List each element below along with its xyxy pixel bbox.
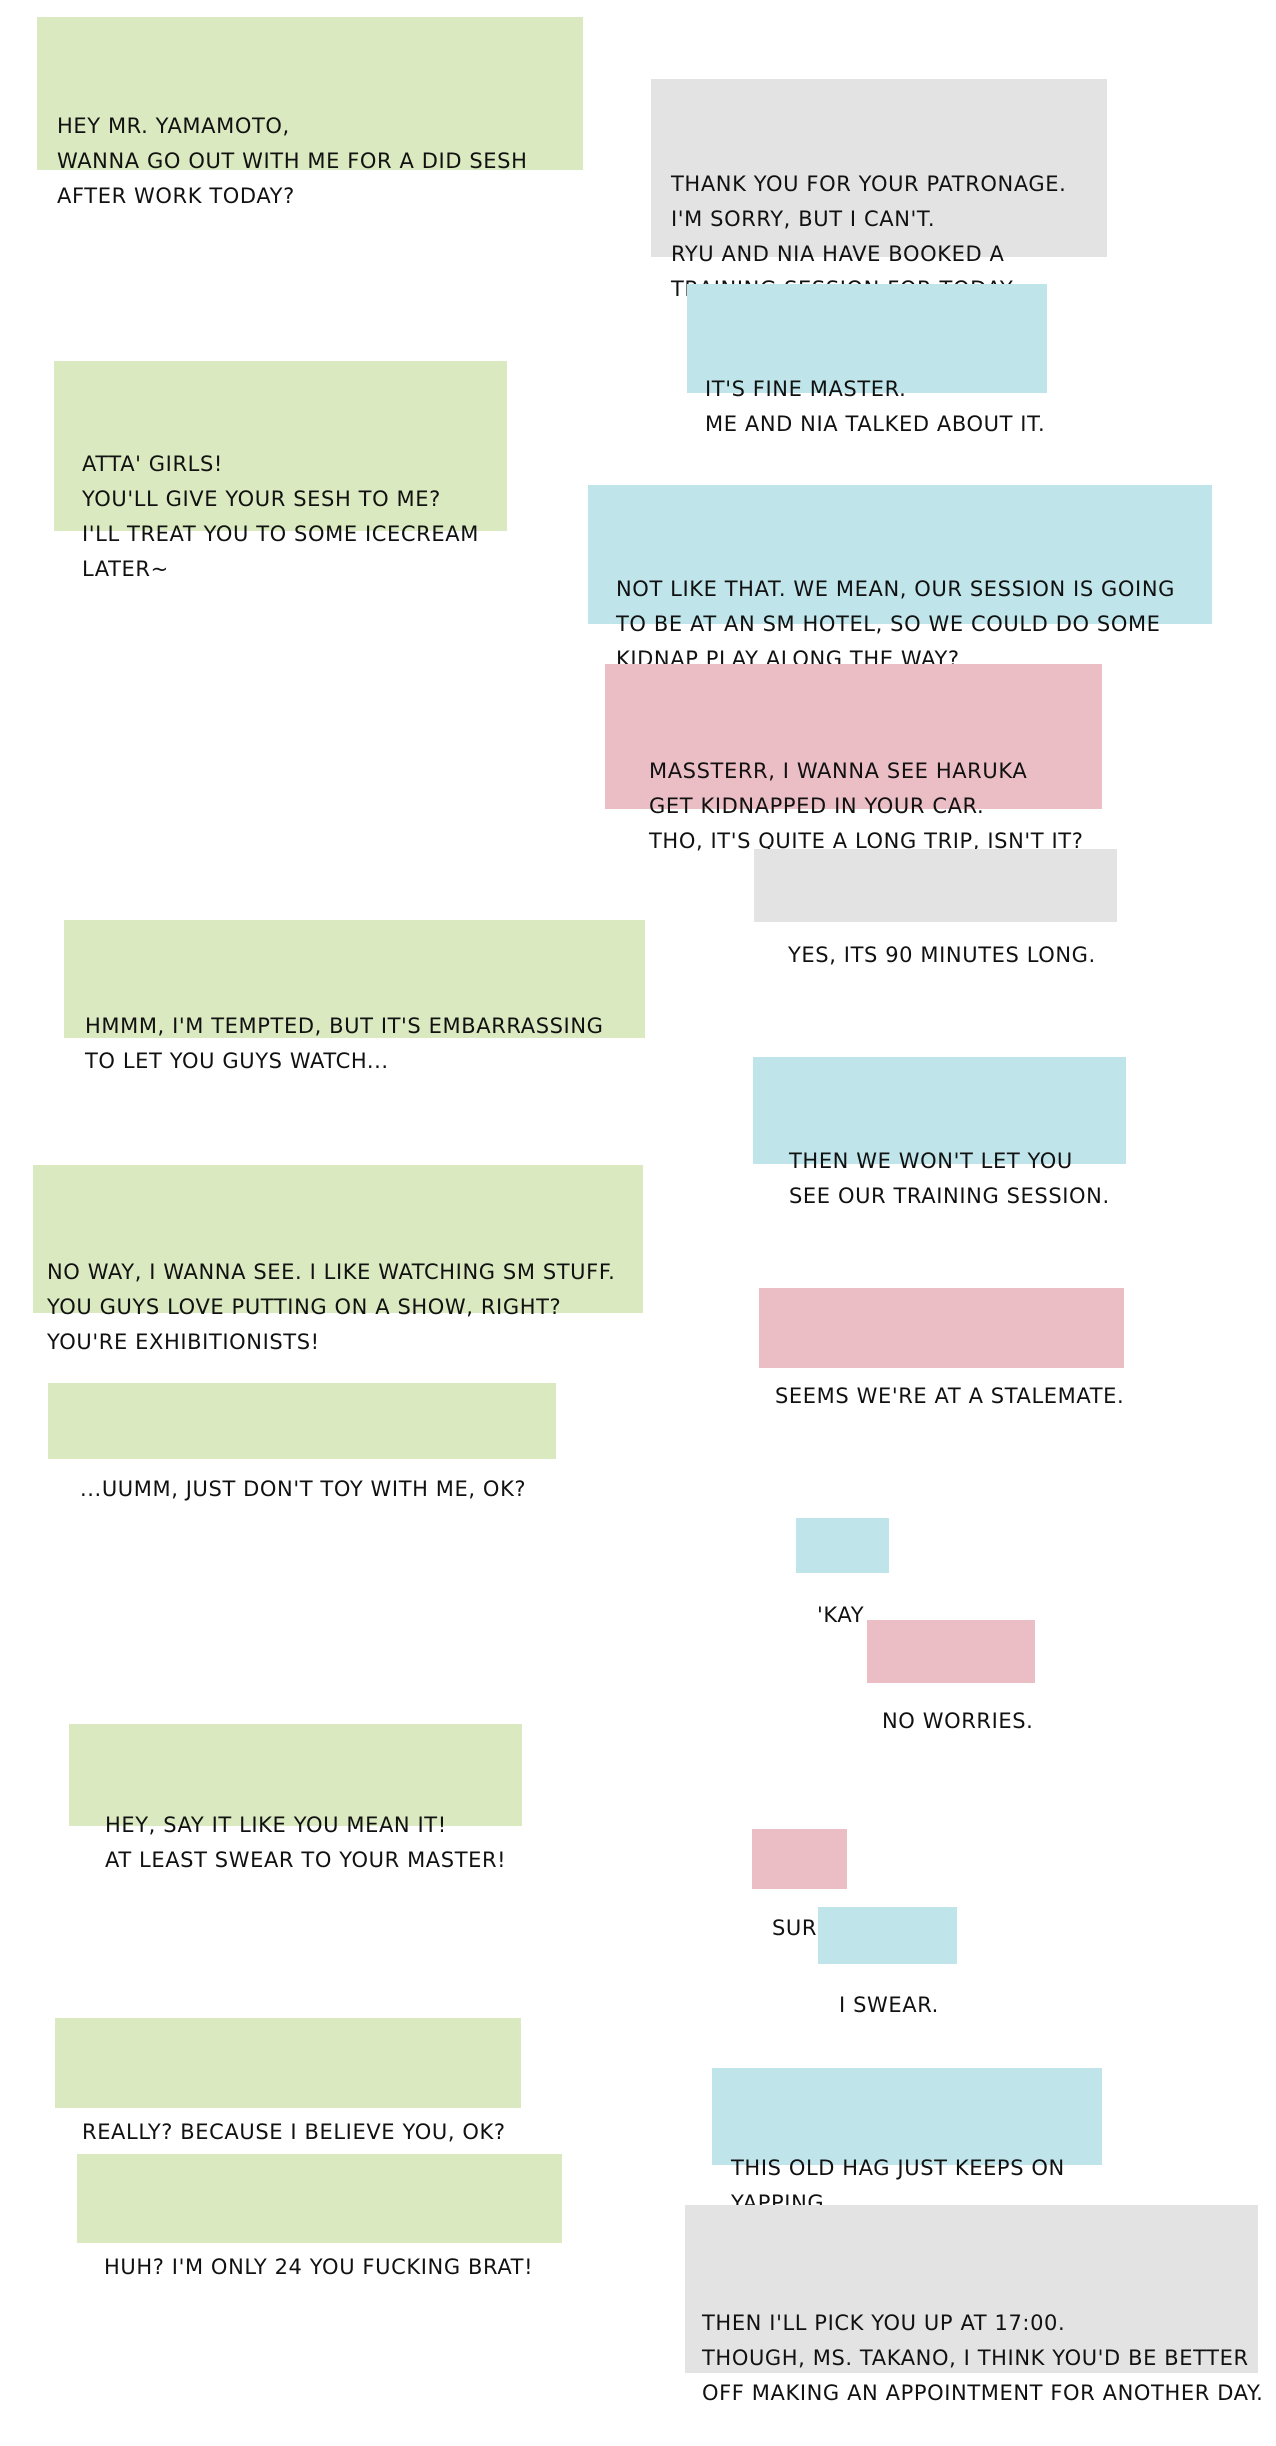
message-text: ...UUMM, JUST DON'T TOY WITH ME, OK? xyxy=(80,1477,527,1501)
message-bubble: ...UUMM, JUST DON'T TOY WITH ME, OK? xyxy=(48,1383,556,1501)
message-text: HEY MR. YAMAMOTO, WANNA GO OUT WITH ME F… xyxy=(57,114,528,208)
message-bubble: MASSTERR, I WANNA SEE HARUKA GET KIDNAPP… xyxy=(605,664,1102,853)
message-text: THEN I'LL PICK YOU UP AT 17:00. THOUGH, … xyxy=(702,2311,1264,2405)
message-bubble: NOT LIKE THAT. WE MEAN, OUR SESSION IS G… xyxy=(588,485,1212,671)
message-bubble: ATTA' GIRLS! YOU'LL GIVE YOUR SESH TO ME… xyxy=(54,361,507,581)
message-text: HUH? I'M ONLY 24 YOU FUCKING BRAT! xyxy=(104,2255,534,2279)
message-bubble: I SWEAR. xyxy=(818,1907,957,2017)
message-text: NO WAY, I WANNA SEE. I LIKE WATCHING SM … xyxy=(47,1260,616,1354)
chat-page: { "colors": { "green": "#dae9c0", "gray"… xyxy=(33,17,1263,2405)
message-bubble: SURE. xyxy=(752,1829,847,1940)
message-bubble: REALLY? BECAUSE I BELIEVE YOU, OK? xyxy=(55,2018,521,2144)
message-bubble: IT'S FINE MASTER. ME AND NIA TALKED ABOU… xyxy=(687,284,1047,436)
message-bubble: THEN I'LL PICK YOU UP AT 17:00. THOUGH, … xyxy=(685,2205,1263,2405)
message-bubble: SEEMS WE'RE AT A STALEMATE. xyxy=(759,1288,1124,1408)
message-text: NOT LIKE THAT. WE MEAN, OUR SESSION IS G… xyxy=(616,577,1176,671)
message-text: REALLY? BECAUSE I BELIEVE YOU, OK? xyxy=(82,2120,506,2144)
message-bubble: THIS OLD HAG JUST KEEPS ON YAPPING. xyxy=(712,2068,1102,2215)
message-text: 'KAY xyxy=(817,1603,865,1627)
message-bubble: 'KAY xyxy=(796,1518,889,1627)
message-bubble: HUH? I'M ONLY 24 YOU FUCKING BRAT! xyxy=(77,2154,562,2279)
message-bubble: HEY, SAY IT LIKE YOU MEAN IT! AT LEAST S… xyxy=(69,1724,522,1872)
message-bubble: NO WORRIES. xyxy=(867,1620,1035,1733)
message-bubble: YES, ITS 90 MINUTES LONG. xyxy=(754,849,1117,967)
message-text: HEY, SAY IT LIKE YOU MEAN IT! AT LEAST S… xyxy=(105,1813,507,1872)
message-text: HMMM, I'M TEMPTED, BUT IT'S EMBARRASSING… xyxy=(85,1014,604,1073)
message-text: I SWEAR. xyxy=(839,1993,939,2017)
message-bubble: HMMM, I'M TEMPTED, BUT IT'S EMBARRASSING… xyxy=(64,920,645,1073)
message-bubble: HEY MR. YAMAMOTO, WANNA GO OUT WITH ME F… xyxy=(37,17,583,208)
message-text: ATTA' GIRLS! YOU'LL GIVE YOUR SESH TO ME… xyxy=(82,452,479,581)
message-bubble: THANK YOU FOR YOUR PATRONAGE. I'M SORRY,… xyxy=(651,79,1107,301)
message-text: IT'S FINE MASTER. ME AND NIA TALKED ABOU… xyxy=(705,377,1046,436)
message-text: THEN WE WON'T LET YOU SEE OUR TRAINING S… xyxy=(789,1149,1110,1208)
message-text: YES, ITS 90 MINUTES LONG. xyxy=(788,943,1096,967)
message-text: MASSTERR, I WANNA SEE HARUKA GET KIDNAPP… xyxy=(649,759,1084,853)
message-text: SEEMS WE'RE AT A STALEMATE. xyxy=(775,1384,1125,1408)
message-bubble: THEN WE WON'T LET YOU SEE OUR TRAINING S… xyxy=(753,1057,1126,1208)
message-text: NO WORRIES. xyxy=(882,1709,1034,1733)
message-bubble: NO WAY, I WANNA SEE. I LIKE WATCHING SM … xyxy=(33,1165,643,1354)
